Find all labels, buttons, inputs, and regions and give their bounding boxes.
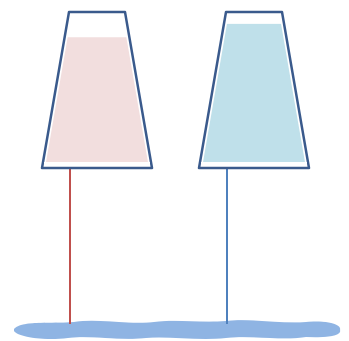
right-container	[199, 12, 309, 324]
puddle-shape	[14, 320, 340, 339]
left-container	[42, 12, 152, 324]
right-liquid	[203, 24, 305, 163]
